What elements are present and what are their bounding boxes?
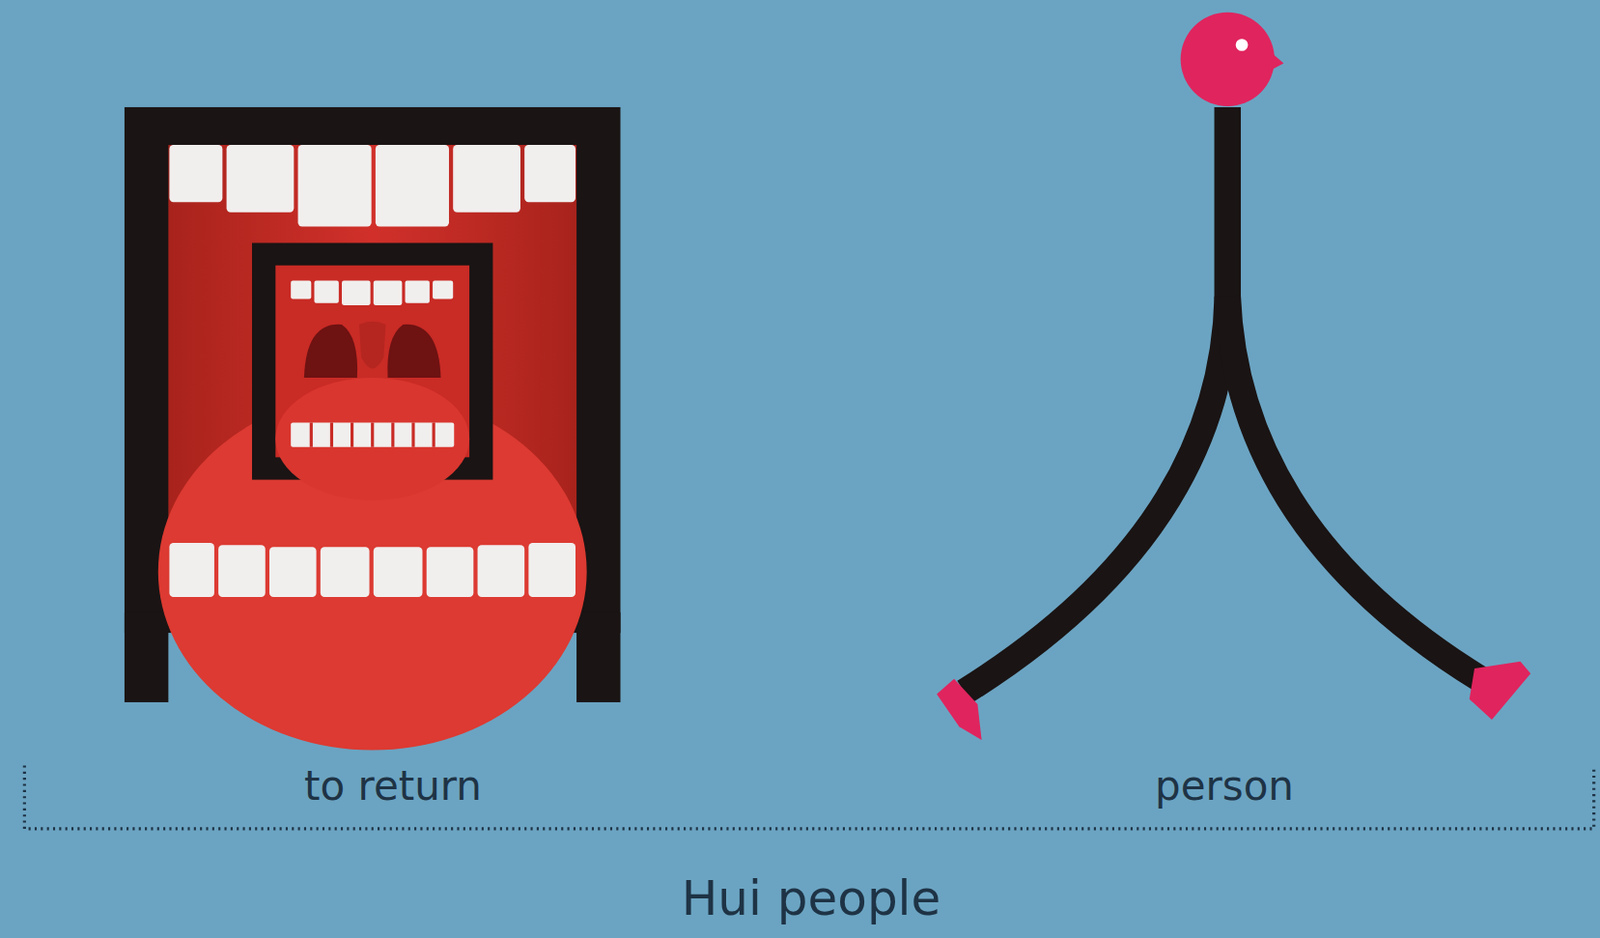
dotted-bracket	[24, 764, 1594, 829]
frame-leg	[576, 612, 620, 702]
lower-teeth	[168, 542, 576, 597]
foot	[936, 678, 982, 740]
upper-teeth	[168, 144, 576, 227]
uvula	[359, 321, 386, 369]
eye	[1235, 38, 1249, 52]
inner-teeth-gaps	[310, 421, 434, 447]
person-character	[936, 12, 1531, 740]
return-character-mouth	[124, 107, 621, 751]
head	[1180, 12, 1275, 107]
inner-upper-teeth	[290, 280, 453, 306]
character-meaning: person	[1154, 763, 1294, 809]
foot	[1469, 661, 1531, 720]
compound-meaning: Hui people	[681, 871, 942, 926]
inner-tongue	[275, 377, 470, 501]
inner-lower-teeth	[290, 421, 454, 447]
left-stroke	[964, 107, 1229, 692]
tongue	[158, 392, 588, 751]
inner-mouth	[275, 265, 470, 458]
tonsil	[387, 324, 441, 378]
character-meaning: to return	[304, 763, 482, 809]
right-stroke	[1227, 295, 1485, 681]
frame-leg	[124, 612, 169, 702]
beak	[1268, 51, 1285, 72]
tonsil	[304, 324, 358, 378]
